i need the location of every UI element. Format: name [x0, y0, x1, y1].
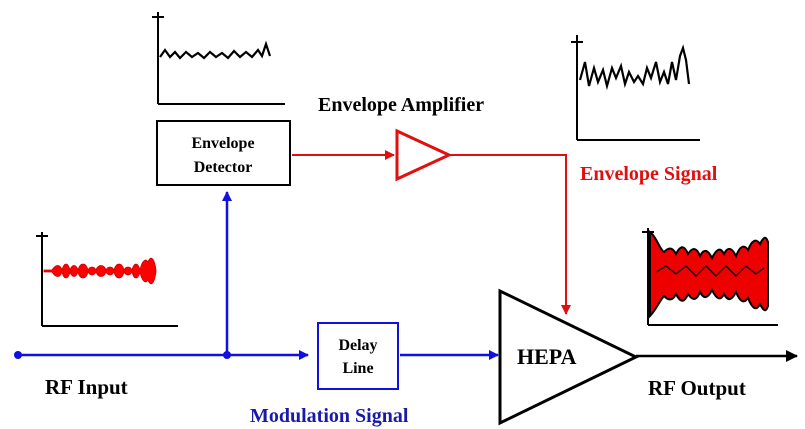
rf-output-signal-trace: [649, 230, 769, 319]
envelope-signal-path: [292, 150, 571, 315]
envelope-amplifier-label: Envelope Amplifier: [318, 94, 484, 116]
delay-line-label-line2: Line: [342, 360, 373, 377]
rf-input-waveform-icon: [36, 232, 178, 327]
modulation-signal-label: Modulation Signal: [250, 405, 409, 427]
hepa-label: HEPA: [517, 344, 577, 369]
rf-input-label: RF Input: [45, 375, 128, 399]
envelope-waveform-icon: [571, 35, 700, 141]
hepa-triangle: [498, 288, 640, 426]
envelope-amplifier-triangle: [395, 128, 453, 182]
envelope-detector-block: [156, 120, 291, 186]
delay-line-label-line1: Delay: [338, 337, 377, 354]
detector-signal-trace: [159, 40, 272, 60]
delay-line-block: [317, 322, 399, 390]
rf-output-signal-detail: [655, 265, 765, 277]
envelope-signal-label: Envelope Signal: [580, 163, 718, 185]
detector-waveform-icon: [152, 12, 285, 105]
envelope-detector-label-line2: Detector: [194, 159, 253, 176]
rf-signal-path: [14, 191, 499, 360]
rf-output-label: RF Output: [648, 376, 746, 400]
rf-output-waveform-icon: [642, 228, 778, 326]
envelope-detector-label-line1: Envelope: [191, 135, 254, 152]
envelope-signal-trace: [578, 44, 691, 91]
amplifier-to-hepa-line: [449, 154, 571, 315]
rf-input-signal-trace: [43, 257, 157, 285]
